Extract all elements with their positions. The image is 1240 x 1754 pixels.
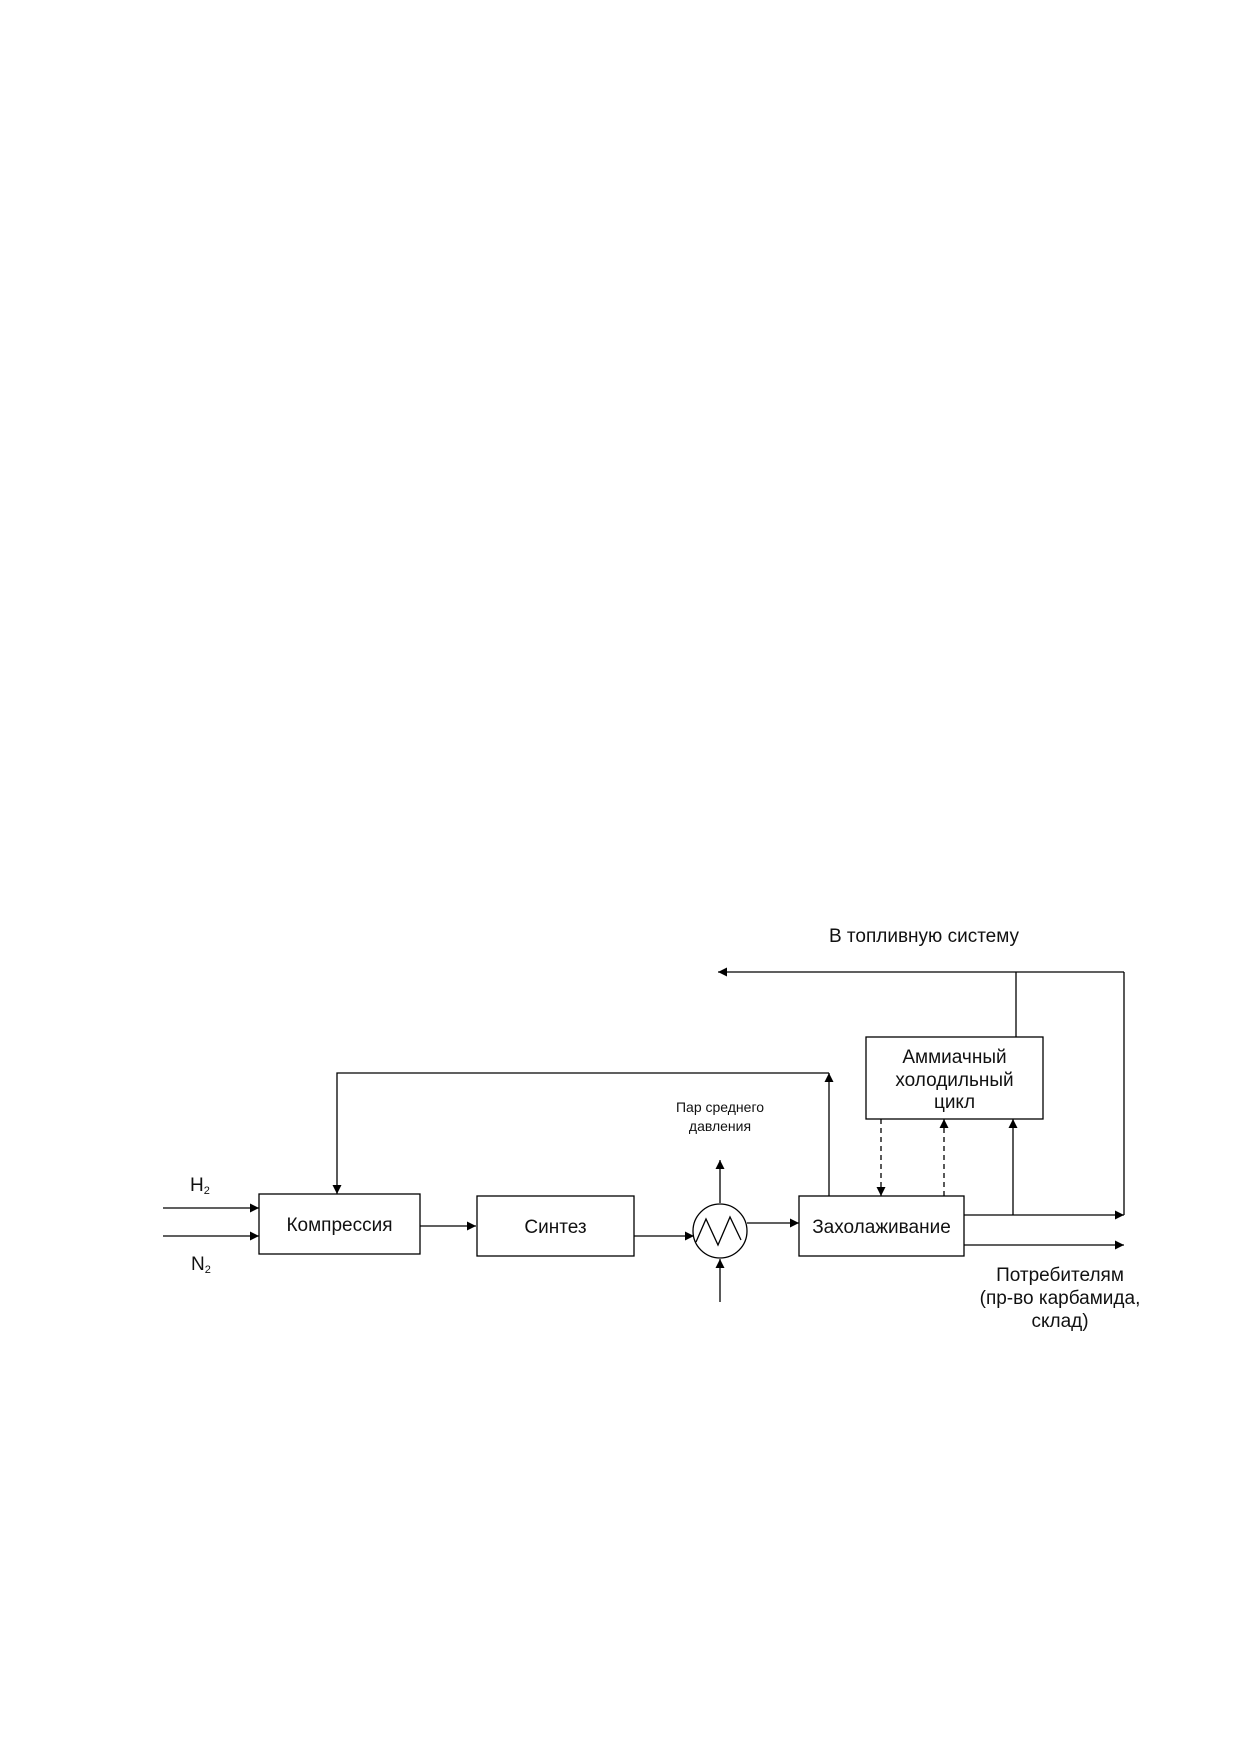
refrigeration-label-line3: цикл	[934, 1092, 975, 1113]
steam-label-line2: давления	[689, 1118, 751, 1134]
synthesis-label: Синтез	[524, 1217, 586, 1238]
compression-label: Компрессия	[286, 1215, 392, 1236]
steam-label-line1: Пар среднего	[676, 1099, 764, 1115]
fuel-system-label: В топливную систему	[829, 926, 1020, 947]
n2-label: N2	[191, 1254, 211, 1276]
refrigeration-label-line2: холодильный	[895, 1070, 1013, 1091]
h2-label: H2	[190, 1175, 210, 1197]
consumers-label-line2: (пр-во карбамида,	[980, 1288, 1141, 1309]
recycle-to-compression-arrow	[332, 1072, 829, 1194]
consumers-label-line3: склад)	[1031, 1311, 1088, 1332]
synthesis-block	[476, 1195, 635, 1257]
cooling-label: Захолаживание	[812, 1217, 951, 1238]
compression-block	[258, 1193, 421, 1255]
refrigeration-label-line1: Аммиачный	[902, 1047, 1006, 1068]
heat-exchanger-icon	[692, 1203, 748, 1259]
consumers-label-line1: Потребителям	[996, 1265, 1124, 1286]
refrigeration-cycle-block	[865, 1036, 1044, 1120]
cooling-block	[798, 1195, 965, 1257]
